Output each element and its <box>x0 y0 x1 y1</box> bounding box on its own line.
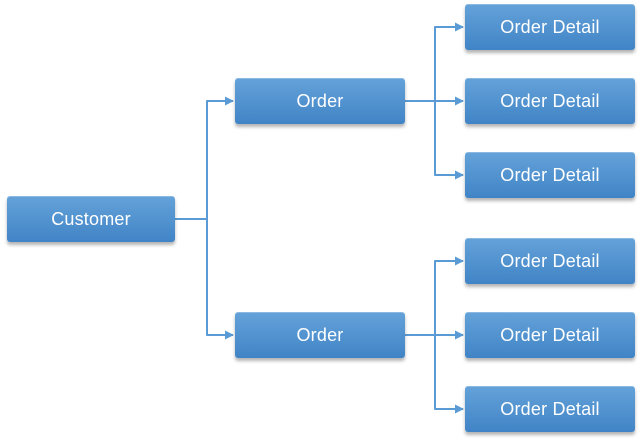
node-order-1-label: Order <box>296 90 344 111</box>
node-order-detail-3-label: Order Detail <box>500 164 600 185</box>
node-customer: Customer <box>7 196 175 242</box>
node-customer-label: Customer <box>51 208 131 229</box>
node-order-detail-2: Order Detail <box>465 78 635 124</box>
edge-order-1-order-detail-3 <box>405 100 464 180</box>
edge-order-2-order-detail-4 <box>405 256 464 336</box>
node-order-detail-1: Order Detail <box>465 4 635 50</box>
node-order-detail-4: Order Detail <box>465 238 635 284</box>
node-order-detail-6-label: Order Detail <box>500 398 600 419</box>
edge-order-2-order-detail-6 <box>405 334 464 414</box>
node-order-detail-1-label: Order Detail <box>500 16 600 37</box>
node-order-detail-5: Order Detail <box>465 312 635 358</box>
node-order-detail-2-label: Order Detail <box>500 90 600 111</box>
node-order-detail-6: Order Detail <box>465 386 635 432</box>
node-order-detail-3: Order Detail <box>465 152 635 198</box>
edge-customer-order-1 <box>175 96 234 220</box>
node-order-2-label: Order <box>296 324 344 345</box>
node-order-detail-4-label: Order Detail <box>500 250 600 271</box>
edge-order-1-order-detail-1 <box>405 22 464 102</box>
node-order-1: Order <box>235 78 405 124</box>
node-order-2: Order <box>235 312 405 358</box>
node-order-detail-5-label: Order Detail <box>500 324 600 345</box>
edge-customer-order-2 <box>175 218 234 340</box>
